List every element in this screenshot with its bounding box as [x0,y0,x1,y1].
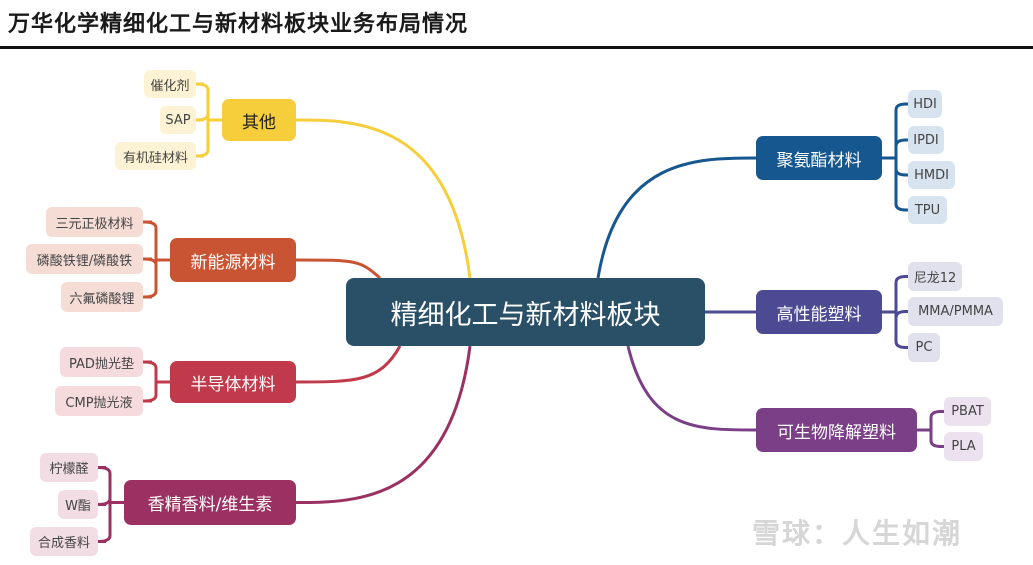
title-divider [0,46,1033,49]
leaf-bracket [154,228,170,291]
leaf-node: TPU [908,196,947,224]
leaf-bracket [882,282,898,342]
branch-node: 香精香料/维生素 [124,480,296,525]
leaf-node: 有机硅材料 [115,142,196,170]
branch-connector [295,118,472,279]
leaf-node: MMA/PMMA [908,297,1003,326]
leaf-node: SAP [160,106,196,134]
leaf-bracket [917,417,933,441]
leaf-node: 六氟磷酸锂 [61,282,143,312]
branch-node: 可生物降解塑料 [756,408,917,452]
leaf-node: 尼龙12 [908,262,962,291]
leaf-bracket [882,110,898,204]
leaf-node: 三元正极材料 [46,207,143,237]
branch-connector [295,345,472,504]
branch-node: 聚氨酯材料 [756,136,882,180]
leaf-node: PC [908,333,940,362]
leaf-node: IPDI [908,126,944,154]
page-title: 万华化学精细化工与新材料板块业务布局情况 [8,12,469,37]
leaf-bracket [206,90,222,150]
leaf-bracket [108,473,124,536]
leaf-node: HMDI [908,161,955,189]
branch-connector [295,258,382,280]
branch-connector [295,345,402,384]
leaf-node: 合成香料 [30,527,98,556]
leaf-node: CMP抛光液 [55,386,143,416]
leaf-node: W酯 [58,490,98,519]
leaf-bracket [154,368,170,395]
leaf-node: HDI [908,90,942,118]
leaf-node: PBAT [944,397,991,426]
leaf-node: PLA [944,432,983,461]
leaf-node: 磷酸铁锂/磷酸铁 [26,244,143,274]
branch-node: 其他 [222,99,296,141]
branch-connector [596,156,757,279]
branch-connector [626,345,757,432]
watermark: 雪球：人生如潮 [752,517,963,550]
leaf-node: 催化剂 [144,70,196,98]
branch-node: 高性能塑料 [756,290,882,334]
leaf-node: PAD抛光垫 [60,347,143,377]
branch-node: 半导体材料 [170,361,296,403]
branch-node: 新能源材料 [170,238,296,282]
leaf-node: 柠檬醛 [40,453,98,482]
center-node: 精细化工与新材料板块 [346,278,705,346]
